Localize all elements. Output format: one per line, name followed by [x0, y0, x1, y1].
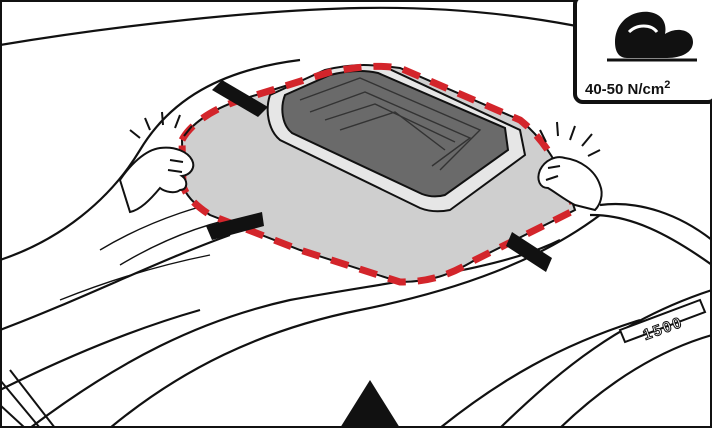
pressure-value: 40-50 N/cm2 [585, 79, 670, 98]
pressure-info-box: 40-50 N/cm2 [573, 0, 712, 104]
pressure-unit-exponent: 2 [664, 79, 670, 91]
thumb-press-icon [607, 2, 697, 64]
